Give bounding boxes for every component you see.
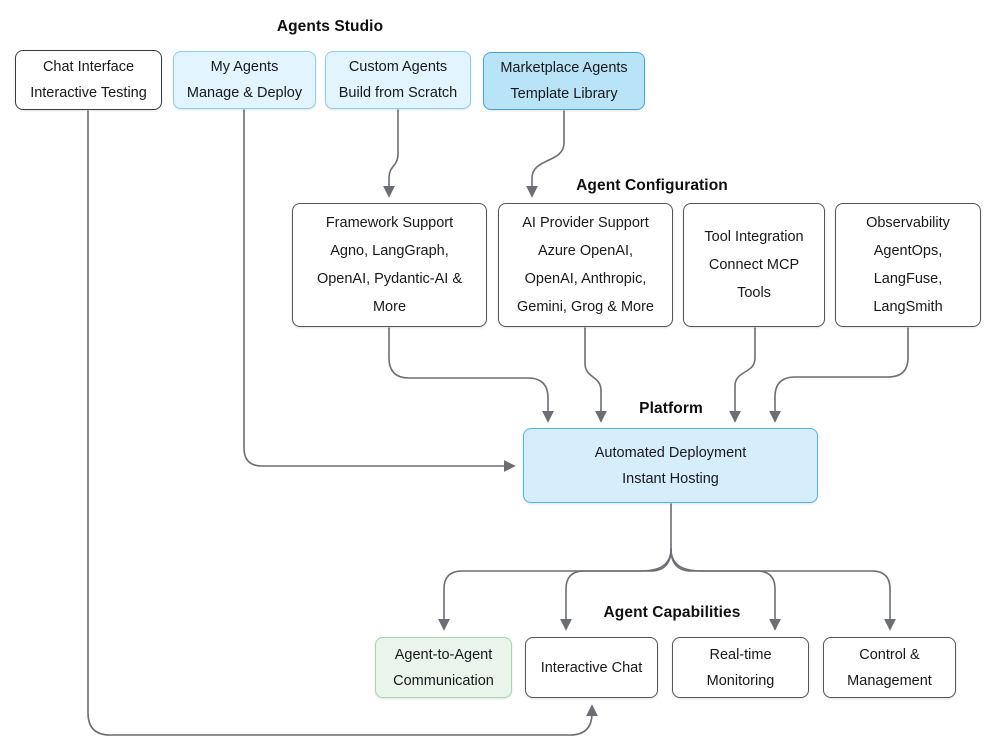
connector-framework-support-to-platform — [388, 327, 554, 423]
node-ai-provider-support: AI Provider Support Azure OpenAI, OpenAI… — [498, 203, 673, 327]
connector-marketplace-agents-to-ai-provider-support — [526, 110, 565, 198]
node-agent-to-agent-communication: Agent-to-Agent Communication — [375, 637, 512, 698]
connector-chat-interface-to-interactive-chat — [87, 110, 598, 736]
node-chat-interface: Chat Interface Interactive Testing — [15, 50, 162, 110]
connector-platform-to-agent-to-agent — [438, 548, 672, 631]
connector-observability-to-platform — [769, 327, 909, 423]
heading-agent-capabilities: Agent Capabilities — [603, 604, 741, 621]
node-custom-agents: Custom Agents Build from Scratch — [325, 51, 471, 109]
connector-platform-to-control-management — [670, 548, 896, 631]
node-automated-deployment: Automated Deployment Instant Hosting — [523, 428, 818, 503]
connector-ai-provider-support-to-platform — [584, 327, 607, 423]
heading-agents-studio: Agents Studio — [276, 18, 384, 35]
connector-custom-agents-to-framework-support — [383, 109, 399, 198]
connector-tool-integration-to-platform — [729, 327, 756, 423]
connector-my-agents-to-platform — [243, 109, 516, 472]
heading-agent-configuration: Agent Configuration — [576, 177, 728, 194]
connector-platform-to-interactive-chat — [560, 548, 672, 631]
node-interactive-chat: Interactive Chat — [525, 637, 658, 698]
node-observability: Observability AgentOps, LangFuse, LangSm… — [835, 203, 981, 327]
node-my-agents: My Agents Manage & Deploy — [173, 51, 316, 109]
node-framework-support: Framework Support Agno, LangGraph, OpenA… — [292, 203, 487, 327]
node-marketplace-agents: Marketplace Agents Template Library — [483, 52, 645, 110]
node-control-management: Control & Management — [823, 637, 956, 698]
node-realtime-monitoring: Real-time Monitoring — [672, 637, 809, 698]
heading-platform: Platform — [639, 400, 703, 417]
node-tool-integration: Tool Integration Connect MCP Tools — [683, 203, 825, 327]
